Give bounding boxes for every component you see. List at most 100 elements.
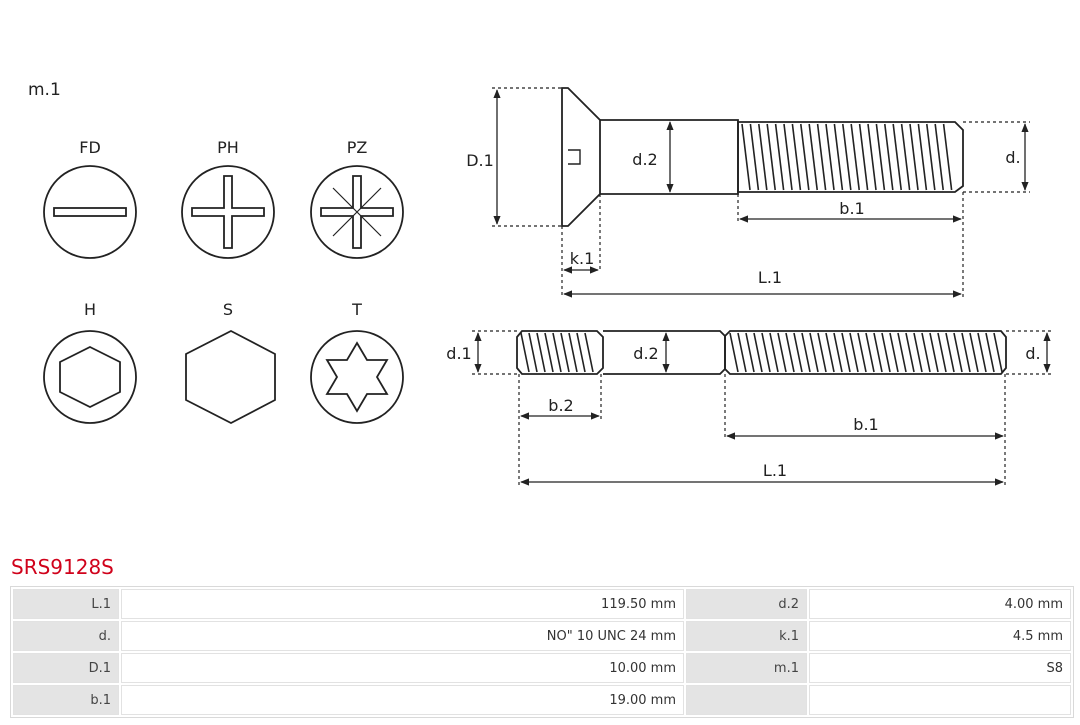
thread-line (942, 123, 953, 191)
countersunk-screw-diagram: D.1 d.2 d. b.1 k.1 L.1 (466, 87, 1030, 298)
thread-line (934, 123, 944, 191)
thread-line (785, 332, 795, 373)
spec-value: 4.00 mm (809, 589, 1071, 619)
thread-line (897, 332, 907, 373)
hex-head-drive-icon (185, 329, 276, 425)
thread-line (873, 332, 883, 373)
label-d: d. (1005, 148, 1020, 167)
thread-line (825, 332, 835, 373)
spec-key: L.1 (13, 589, 119, 619)
thread-line (808, 123, 818, 191)
thread-line (929, 332, 939, 373)
spec-key (686, 685, 807, 715)
table-row: D.1 10.00 mm m.1 S8 (13, 653, 1071, 683)
spec-key: D.1 (13, 653, 119, 683)
thread-line (850, 123, 860, 191)
thread-line (842, 123, 852, 191)
thread-line (560, 332, 570, 373)
thread-line (729, 332, 739, 373)
thread-line (857, 332, 867, 373)
thread-line (881, 332, 891, 373)
thread-line (900, 123, 911, 191)
label-d1: d.1 (446, 344, 471, 363)
label-L1: L.1 (758, 268, 782, 287)
drive-code-fd: FD (79, 138, 101, 157)
thread-line (905, 332, 915, 373)
phillips-drive-icon (181, 165, 275, 259)
slotted-drive-icon (43, 165, 137, 259)
thread-line (858, 123, 869, 191)
label-b1-stud: b.1 (853, 415, 878, 434)
thread-line (520, 332, 530, 373)
thread-line (817, 332, 827, 373)
page-title: SRS9128S (11, 555, 114, 579)
thread-line (544, 332, 554, 373)
spec-key: k.1 (686, 621, 807, 651)
label-k1: k.1 (570, 249, 595, 268)
label-d-stud: d. (1025, 344, 1040, 363)
thread-line (913, 332, 923, 373)
thread-line (865, 332, 875, 373)
thread-line (889, 332, 899, 373)
thread-line (552, 332, 562, 373)
thread-line (801, 332, 811, 373)
thread-line (758, 123, 768, 191)
torx-drive-icon (310, 330, 404, 424)
spec-value: NO" 10 UNC 24 mm (121, 621, 684, 651)
thread-line (766, 123, 776, 191)
stud-bolt-diagram: d.1 d.2 d. b.2 b.1 L.1 (446, 330, 1052, 486)
thread-line (584, 332, 594, 373)
thread-line (937, 332, 947, 373)
thread-line (791, 123, 802, 191)
spec-key: d. (13, 621, 119, 651)
table-row: b.1 19.00 mm (13, 685, 1071, 715)
spec-value: 119.50 mm (121, 589, 684, 619)
spec-value: S8 (809, 653, 1071, 683)
drive-code-pz: PZ (347, 138, 368, 157)
thread-line (536, 332, 546, 373)
thread-line (849, 332, 859, 373)
thread-line (816, 123, 827, 191)
thread-line (833, 123, 844, 191)
label-L1-stud: L.1 (763, 461, 787, 480)
spec-key: b.1 (13, 685, 119, 715)
spec-value: 10.00 mm (121, 653, 684, 683)
thread-line (867, 123, 877, 191)
label-D1: D.1 (466, 151, 494, 170)
thread-line (745, 332, 755, 373)
hex-socket-drive-icon (43, 330, 137, 424)
drive-code-h: H (84, 300, 96, 319)
label-d2-stud: d.2 (633, 344, 658, 363)
thread-line (884, 123, 894, 191)
thread-line (909, 123, 919, 191)
thread-line (825, 123, 835, 191)
thread-line (777, 332, 787, 373)
spec-key: d.2 (686, 589, 807, 619)
thread-line (528, 332, 538, 373)
thread-line (769, 332, 779, 373)
thread-line (892, 123, 902, 191)
drive-code-t: T (351, 300, 362, 319)
thread-line (774, 123, 785, 191)
thread-line (809, 332, 819, 373)
thread-line (985, 332, 995, 373)
thread-line (793, 332, 803, 373)
thread-line (761, 332, 771, 373)
thread-line (926, 123, 936, 191)
thread-line (576, 332, 586, 373)
thread-line (753, 332, 763, 373)
specs-table: L.1 119.50 mm d.2 4.00 mm d. NO" 10 UNC … (10, 586, 1074, 718)
thread-line (741, 123, 751, 191)
thread-line (749, 123, 760, 191)
spec-value: 19.00 mm (121, 685, 684, 715)
spec-key: m.1 (686, 653, 807, 683)
thread-line (953, 332, 963, 373)
label-b2: b.2 (548, 396, 573, 415)
thread-line (969, 332, 979, 373)
label-d2: d.2 (632, 150, 657, 169)
thread-line (917, 123, 928, 191)
spec-value (809, 685, 1071, 715)
thread-line (921, 332, 931, 373)
thread-line (568, 332, 578, 373)
thread-line (833, 332, 843, 373)
